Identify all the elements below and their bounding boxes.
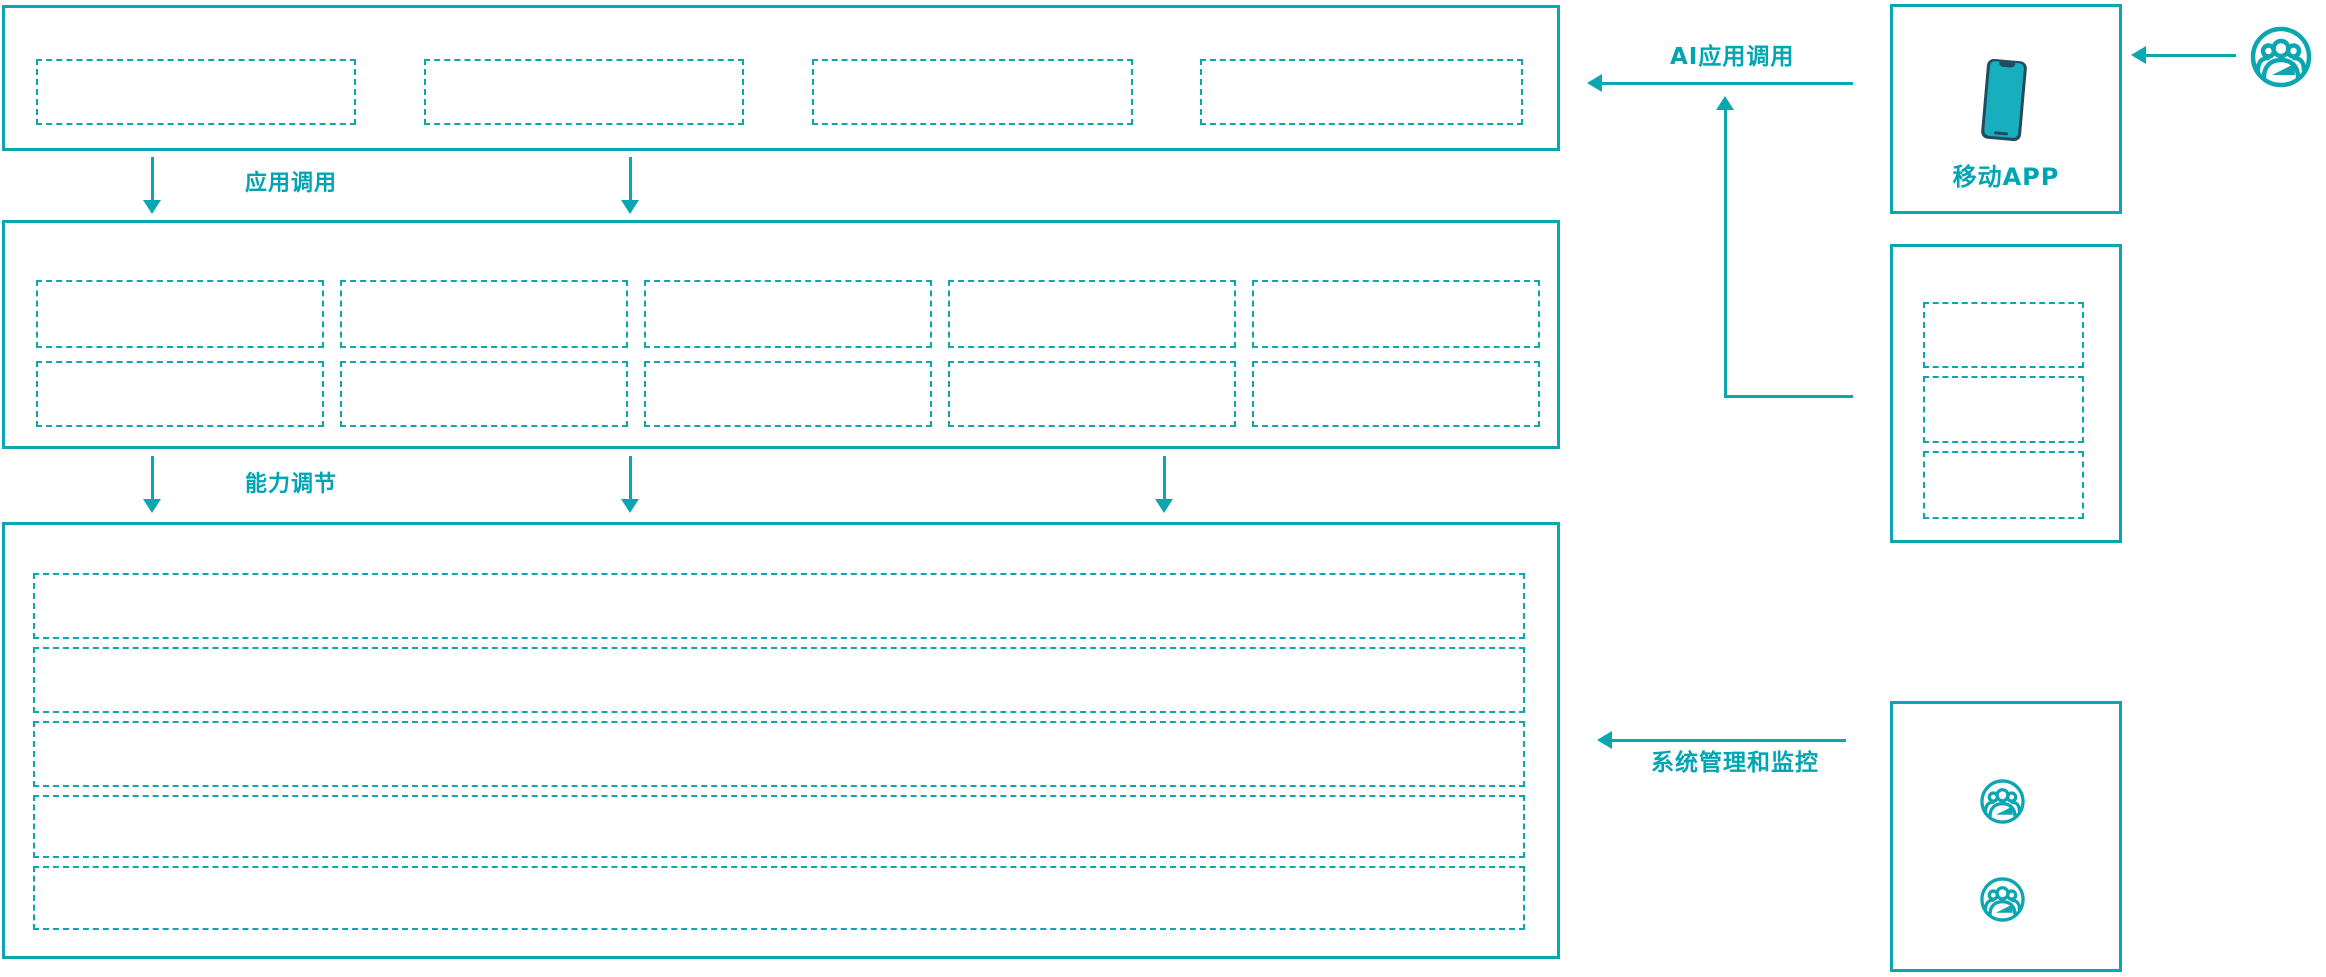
placeholder-box: [36, 59, 356, 125]
capability-adjust-label: 能力调节: [245, 472, 338, 497]
placeholder-row: [33, 573, 1525, 639]
user-group-icon: [1979, 778, 2026, 825]
placeholder-box: [1923, 302, 2084, 368]
placeholder-box: [948, 280, 1236, 348]
middle-layer-panel: [2, 220, 1560, 449]
top-layer-panel: [2, 5, 1560, 151]
user-arrow-head: [2131, 46, 2146, 64]
placeholder-row: [33, 866, 1525, 930]
ai-call-arrow-line: [1602, 82, 1853, 85]
down-arrow: [629, 157, 632, 201]
placeholder-box: [1252, 361, 1540, 427]
placeholder-box: [1200, 59, 1523, 125]
ai-app-call-label: AI应用调用: [1670, 44, 1795, 70]
down-arrow: [629, 456, 632, 500]
user-group-icon: [1979, 876, 2026, 923]
system-monitor-arrow-head: [1597, 731, 1612, 749]
placeholder-box: [340, 361, 628, 427]
placeholder-box: [644, 280, 932, 348]
app-call-label: 应用调用: [245, 171, 338, 196]
ai-call-arrow-head: [1587, 74, 1602, 92]
placeholder-box: [340, 280, 628, 348]
down-arrow: [151, 456, 154, 500]
mobile-app-label: 移动APP: [1952, 163, 2060, 191]
bottom-layer-panel: [2, 522, 1560, 959]
placeholder-box: [1923, 376, 2084, 443]
user-group-icon: [2249, 25, 2313, 89]
up-arrow-head: [1716, 96, 1734, 110]
down-arrow-head: [143, 200, 161, 214]
placeholder-box: [36, 280, 324, 348]
placeholder-box: [1252, 280, 1540, 348]
down-arrow-head: [1155, 499, 1173, 513]
down-arrow-head: [621, 499, 639, 513]
elbow-connector-horizontal: [1724, 395, 1853, 398]
placeholder-box: [644, 361, 932, 427]
placeholder-row: [33, 721, 1525, 787]
down-arrow-head: [621, 200, 639, 214]
placeholder-row: [33, 795, 1525, 858]
down-arrow: [151, 157, 154, 201]
system-monitor-arrow-line: [1612, 739, 1846, 742]
placeholder-box: [948, 361, 1236, 427]
smartphone-screen: [1983, 60, 2025, 139]
smartphone-icon: [1980, 58, 2028, 142]
placeholder-row: [33, 647, 1525, 713]
placeholder-box: [812, 59, 1133, 125]
user-arrow-line: [2146, 54, 2236, 57]
down-arrow-head: [143, 499, 161, 513]
placeholder-box: [424, 59, 744, 125]
placeholder-box: [36, 361, 324, 427]
user-group-box: [1890, 701, 2122, 972]
elbow-connector-vertical: [1724, 110, 1727, 398]
system-monitor-label: 系统管理和监控: [1651, 750, 1819, 776]
down-arrow: [1163, 456, 1166, 500]
placeholder-box: [1923, 451, 2084, 519]
